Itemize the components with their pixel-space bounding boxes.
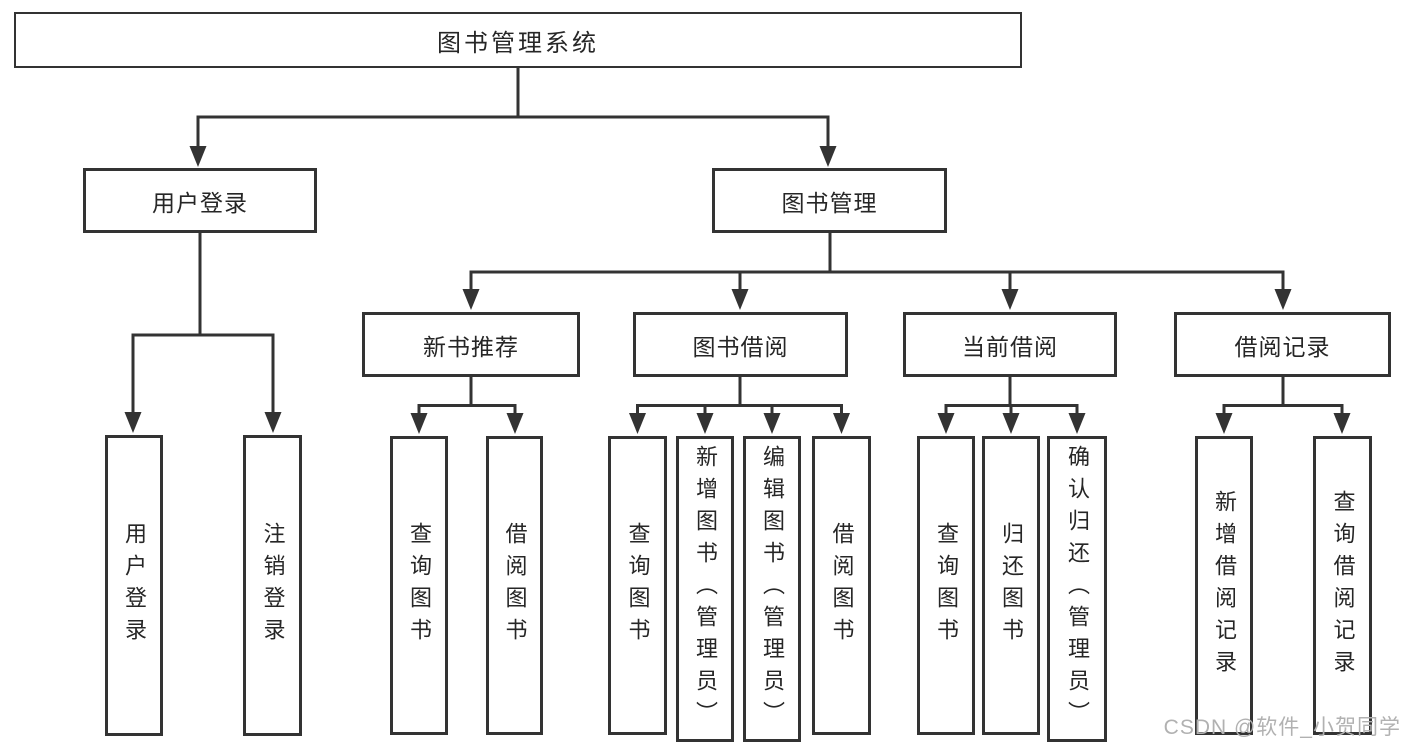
node-root-label: 图书管理系统	[437, 29, 599, 57]
node-book-manage-label: 图书管理	[781, 189, 878, 216]
leaf-current-return-book: 归还图书	[982, 436, 1040, 735]
leaf-records-add-record: 新增借阅记录	[1195, 436, 1253, 735]
leaf-borrow-borrow-book-label: 借阅图书	[829, 521, 855, 650]
leaf-current-query-book-label: 查询图书	[934, 521, 959, 650]
leaf-current-confirm-return-admin: 确认归还（管理员）	[1047, 436, 1107, 742]
node-book-borrow-label: 图书借阅	[692, 333, 789, 360]
leaf-current-query-book: 查询图书	[917, 436, 975, 735]
node-user-login: 用户登录	[83, 168, 317, 233]
connector-current-to-leaves	[937, 377, 1086, 434]
leaf-borrow-add-book-admin: 新增图书（管理员）	[676, 436, 734, 742]
leaf-current-return-book-label: 归还图书	[999, 521, 1024, 650]
node-user-login-label: 用户登录	[152, 189, 248, 216]
leaf-user-login: 用户登录	[105, 435, 163, 736]
node-root: 图书管理系统	[14, 12, 1022, 68]
leaf-records-query-record: 查询借阅记录	[1313, 436, 1372, 735]
csdn-watermark: CSDN @软件_小贺同学	[1163, 716, 1401, 739]
node-new-book-recommend: 新书推荐	[362, 312, 580, 377]
connector-recommend-to-leaves	[410, 377, 524, 434]
connector-root-to-level2	[189, 68, 837, 167]
leaf-current-confirm-return-admin-label: 确认归还（管理员）	[1065, 445, 1090, 733]
leaf-borrow-borrow-book: 借阅图书	[812, 436, 871, 735]
connector-borrow-to-leaves	[629, 377, 850, 434]
leaf-records-query-record-label: 查询借阅记录	[1330, 489, 1356, 682]
connector-records-to-leaves	[1215, 377, 1351, 434]
connector-login-to-leaves	[124, 233, 282, 433]
node-new-book-recommend-label: 新书推荐	[423, 333, 519, 360]
leaf-records-add-record-label: 新增借阅记录	[1212, 489, 1237, 682]
leaf-borrow-query-book-label: 查询图书	[625, 521, 651, 650]
leaf-user-login-label: 用户登录	[122, 521, 147, 650]
leaf-recommend-borrow-book-label: 借阅图书	[502, 521, 528, 650]
leaf-recommend-query-book: 查询图书	[390, 436, 448, 735]
leaf-borrow-query-book: 查询图书	[608, 436, 667, 735]
leaf-borrow-edit-book-admin: 编辑图书（管理员）	[743, 436, 801, 742]
leaf-borrow-edit-book-admin-label: 编辑图书（管理员）	[760, 445, 785, 733]
leaf-recommend-query-book-label: 查询图书	[407, 521, 432, 650]
node-current-borrow-label: 当前借阅	[962, 333, 1058, 360]
node-borrow-records-label: 借阅记录	[1234, 333, 1331, 360]
node-borrow-records: 借阅记录	[1174, 312, 1391, 377]
leaf-borrow-add-book-admin-label: 新增图书（管理员）	[693, 445, 718, 733]
node-current-borrow: 当前借阅	[903, 312, 1117, 377]
node-book-manage: 图书管理	[712, 168, 947, 233]
node-book-borrow: 图书借阅	[633, 312, 848, 377]
leaf-logout: 注销登录	[243, 435, 302, 736]
connector-manage-to-level3	[462, 233, 1292, 310]
leaf-recommend-borrow-book: 借阅图书	[486, 436, 543, 735]
leaf-logout-label: 注销登录	[260, 521, 286, 650]
